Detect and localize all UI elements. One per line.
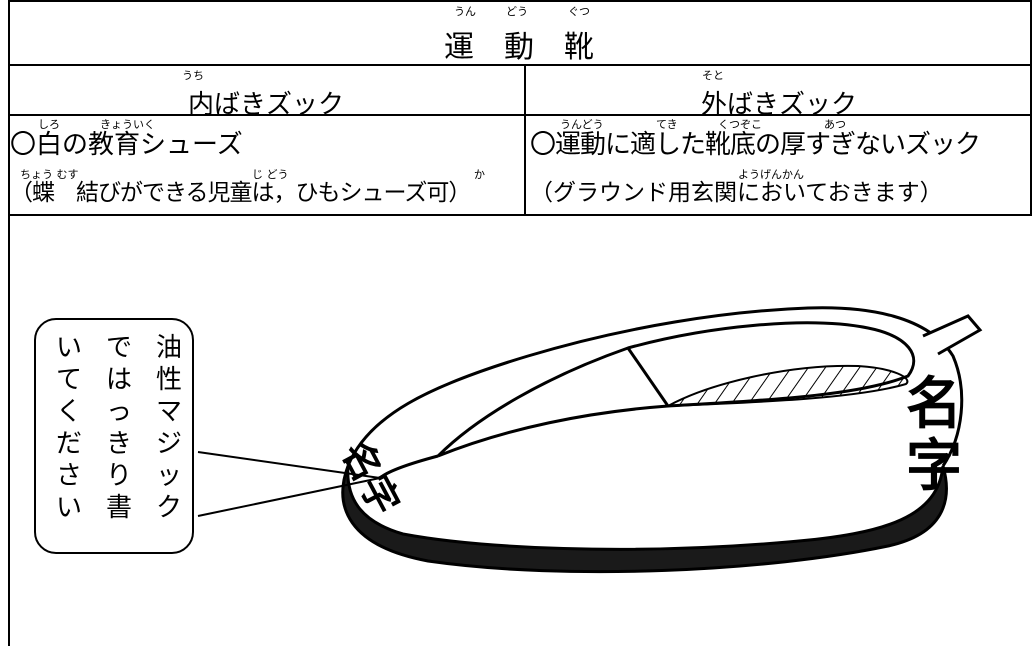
border-right bbox=[1030, 0, 1032, 216]
title-ruby-1: うん bbox=[454, 5, 476, 18]
bubble-char: い bbox=[55, 333, 82, 363]
shoe-insole-hatch bbox=[667, 364, 909, 407]
bubble-char: さ bbox=[55, 461, 82, 491]
name-char: 字 bbox=[906, 434, 962, 499]
bubble-char: り bbox=[105, 461, 132, 491]
outer-line1-ruby-2: てき bbox=[656, 118, 678, 131]
inner-note-line1: 〇白の教育シューズ bbox=[10, 130, 243, 160]
inner-line1-ruby-1: しろ bbox=[38, 118, 60, 131]
border-notes-bottom bbox=[8, 214, 1032, 216]
shoe-heel-tab bbox=[922, 314, 983, 356]
bubble-char: ッ bbox=[155, 461, 182, 491]
outer-note-line2: （グラウンド用玄関においておきます） bbox=[530, 180, 943, 206]
outer-heading-ruby: そと bbox=[702, 69, 724, 82]
shoe-tongue-line bbox=[626, 347, 670, 407]
bubble-column-1: 油 性 マ ジ ッ ク bbox=[154, 332, 184, 524]
outer-note-line1: 〇運動に適した靴底の厚すぎないズック bbox=[530, 130, 981, 160]
bubble-char: っ bbox=[105, 397, 132, 427]
bubble-char: で bbox=[105, 333, 132, 363]
title-ruby-2: どう bbox=[506, 5, 528, 18]
shoe-opening bbox=[436, 321, 916, 458]
inner-heading: 内ばきズック bbox=[187, 90, 344, 120]
bubble-column-2: で は っ き り 書 bbox=[104, 332, 134, 524]
border-left bbox=[8, 0, 10, 646]
inner-heading-ruby: うち bbox=[182, 69, 204, 82]
shoe-sole bbox=[341, 465, 948, 574]
name-char: 名 bbox=[906, 372, 962, 437]
title-char-1: 運 bbox=[444, 30, 476, 65]
page-title: 運動靴 bbox=[8, 22, 1032, 66]
bubble-char: は bbox=[105, 365, 132, 395]
border-top bbox=[8, 0, 1032, 2]
bubble-char: ク bbox=[155, 493, 182, 523]
title-char-3: 靴 bbox=[564, 30, 596, 65]
bubble-char: だ bbox=[55, 429, 82, 459]
callout-bubble: 油 性 マ ジ ッ ク で は っ き り 書 い て く だ さ い bbox=[34, 318, 194, 554]
inner-line2-ruby-2: じ どう bbox=[252, 168, 289, 181]
shoe-notice-sheet: うん どう ぐつ 運動靴 うち 内ばきズック そと 外ばきズック しろ きょうい… bbox=[8, 0, 1032, 646]
bubble-column-3: い て く だ さ い bbox=[54, 332, 84, 524]
bubble-char: て bbox=[55, 365, 82, 395]
outer-line1-ruby-3: くつぞこ bbox=[718, 118, 762, 131]
bubble-char: 書 bbox=[105, 493, 132, 523]
bubble-char: い bbox=[55, 493, 82, 523]
outer-line1-ruby-1: うんどう bbox=[560, 118, 604, 131]
inner-line2-ruby-3: か bbox=[474, 168, 485, 181]
outer-line1-ruby-4: あつ bbox=[824, 118, 846, 131]
border-title-bottom bbox=[8, 64, 1032, 66]
shoe-toe-line bbox=[379, 454, 439, 480]
inner-line1-ruby-2: きょういく bbox=[100, 118, 155, 131]
callout-pointer bbox=[197, 451, 381, 517]
outer-heading: 外ばきズック bbox=[700, 90, 857, 120]
shoe-illustration bbox=[197, 306, 983, 574]
bubble-char: マ bbox=[155, 397, 182, 427]
title-char-2: 動 bbox=[504, 30, 536, 65]
outer-line2-ruby-1: ようげんかん bbox=[738, 168, 804, 181]
bubble-char: ジ bbox=[155, 429, 182, 459]
bubble-char: き bbox=[105, 429, 132, 459]
border-middle bbox=[524, 64, 526, 216]
bubble-char: 油 bbox=[155, 333, 182, 363]
inner-line2-ruby-1: ちょう むす bbox=[20, 168, 79, 181]
title-ruby-3: ぐつ bbox=[568, 5, 590, 18]
shoe-name-label-heel: 名 字 bbox=[904, 374, 964, 498]
bubble-char: く bbox=[55, 397, 82, 427]
shoe-upper bbox=[346, 306, 964, 467]
inner-note-line2: （蝶 結びができる児童は，ひもシューズ可） bbox=[10, 180, 471, 206]
bubble-char: 性 bbox=[155, 365, 182, 395]
border-heading-bottom bbox=[8, 114, 1032, 116]
